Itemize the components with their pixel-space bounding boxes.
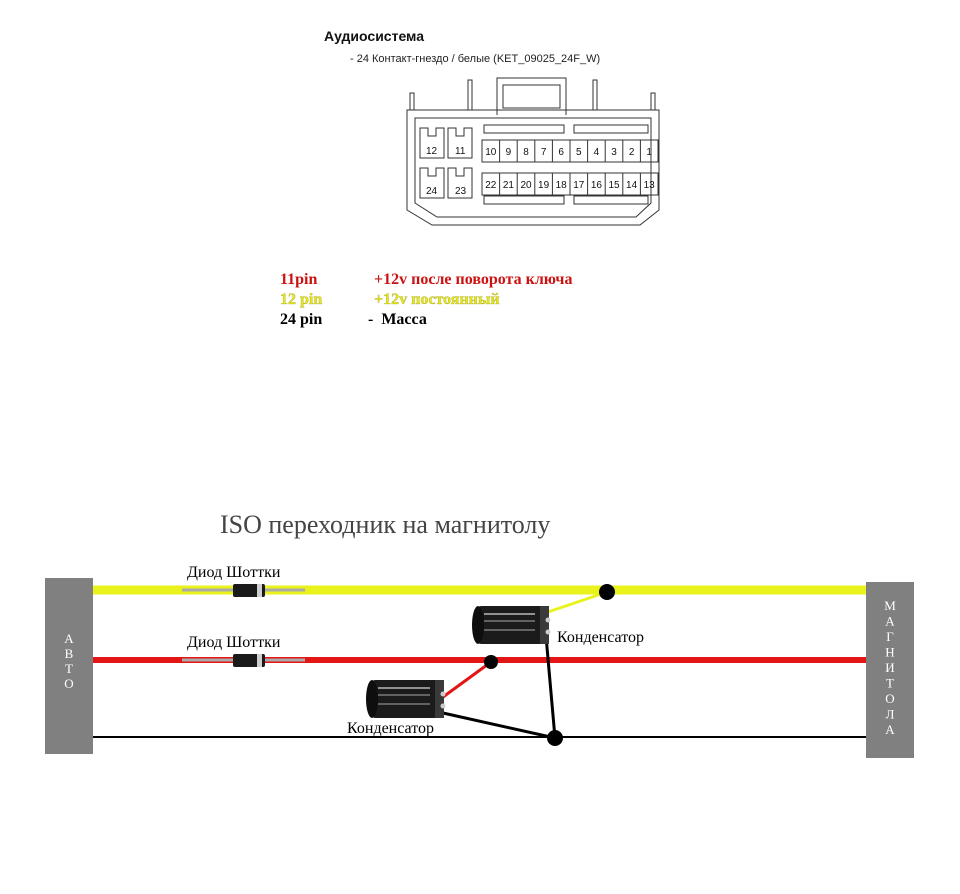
legend-desc: +12v после поворота ключа bbox=[374, 271, 572, 288]
block-label-letter: А bbox=[64, 631, 74, 646]
legend-row-24pin: 24 pin - Масса bbox=[280, 311, 427, 328]
pin-number: 22 bbox=[485, 180, 497, 191]
schottky-diode-top bbox=[182, 584, 305, 597]
auto-block bbox=[45, 578, 93, 754]
capacitor-right bbox=[472, 584, 615, 739]
pin-number: 9 bbox=[506, 147, 512, 158]
block-label-letter: Л bbox=[886, 707, 895, 722]
pin-number: 1 bbox=[646, 147, 652, 158]
connector-diagram: Аудиосистема - 24 Контакт-гнездо / белые… bbox=[324, 28, 660, 226]
legend-pin: 12 pin bbox=[280, 291, 322, 308]
block-label-letter: Г bbox=[886, 629, 894, 644]
block-label-letter: Т bbox=[65, 661, 73, 676]
connector-bottom-row: 22 21 20 19 18 17 16 15 14 13 bbox=[481, 172, 659, 196]
pin-11-label: 11 bbox=[455, 146, 466, 157]
ground-junction-dot bbox=[547, 730, 563, 746]
pin-number: 13 bbox=[644, 180, 656, 191]
capacitor-right-label: Конденсатор bbox=[557, 629, 644, 646]
pin-number: 17 bbox=[573, 180, 585, 191]
diode-mid-label: Диод Шоттки bbox=[187, 634, 281, 651]
legend-pin: 11pin bbox=[280, 271, 317, 288]
pin-number: 19 bbox=[538, 180, 550, 191]
pin-24-label: 24 bbox=[426, 186, 438, 197]
block-label-letter: Т bbox=[886, 676, 894, 691]
pin-number: 15 bbox=[608, 180, 620, 191]
connector-subtitle: - 24 Контакт-гнездо / белые (KET_09025_2… bbox=[350, 53, 600, 65]
block-label-letter: О bbox=[885, 691, 894, 706]
pin-number: 3 bbox=[611, 147, 617, 158]
legend-row-11pin: 11pin +12v после поворота ключа bbox=[280, 271, 572, 288]
pin-12-label: 12 bbox=[426, 146, 438, 157]
capacitor-left bbox=[366, 655, 556, 740]
pin-number: 7 bbox=[541, 147, 547, 158]
block-label-letter: О bbox=[64, 676, 73, 691]
legend-desc: +12v постоянный bbox=[374, 291, 500, 308]
block-label-letter: А bbox=[885, 722, 895, 737]
connector-power-pins bbox=[419, 127, 473, 199]
pin-number: 18 bbox=[556, 180, 568, 191]
pin-number: 5 bbox=[576, 147, 582, 158]
pin-number: 14 bbox=[626, 180, 638, 191]
junction-dot bbox=[484, 655, 498, 669]
schottky-diode-mid bbox=[182, 654, 305, 667]
pin-legend: 11pin +12v после поворота ключа 12 pin +… bbox=[280, 271, 573, 328]
connector-title: Аудиосистема bbox=[324, 28, 424, 44]
head-unit-block bbox=[866, 582, 914, 758]
pin-number: 10 bbox=[485, 147, 497, 158]
pin-number: 2 bbox=[629, 147, 635, 158]
pin-number: 16 bbox=[591, 180, 603, 191]
pin-number: 6 bbox=[558, 147, 564, 158]
pin-number: 20 bbox=[520, 180, 532, 191]
diode-top-label: Диод Шоттки bbox=[187, 564, 281, 581]
legend-desc: - Масса bbox=[368, 311, 427, 328]
legend-pin: 24 pin bbox=[280, 311, 322, 328]
connector-housing bbox=[406, 77, 660, 226]
block-label-letter: Н bbox=[885, 645, 894, 660]
capacitor-left-label: Конденсатор bbox=[347, 720, 434, 737]
block-label-letter: И bbox=[885, 660, 894, 675]
pin-number: 4 bbox=[594, 147, 600, 158]
pin-23-label: 23 bbox=[455, 186, 467, 197]
pin-number: 8 bbox=[523, 147, 529, 158]
block-label-letter: А bbox=[885, 614, 895, 629]
block-label-letter: М bbox=[884, 598, 896, 613]
pin-number: 21 bbox=[503, 180, 515, 191]
schematic-title: ISO переходник на магнитолу bbox=[220, 510, 550, 539]
block-label-letter: В bbox=[65, 646, 74, 661]
junction-dot bbox=[599, 584, 615, 600]
legend-row-12pin: 12 pin +12v постоянный bbox=[280, 291, 500, 308]
